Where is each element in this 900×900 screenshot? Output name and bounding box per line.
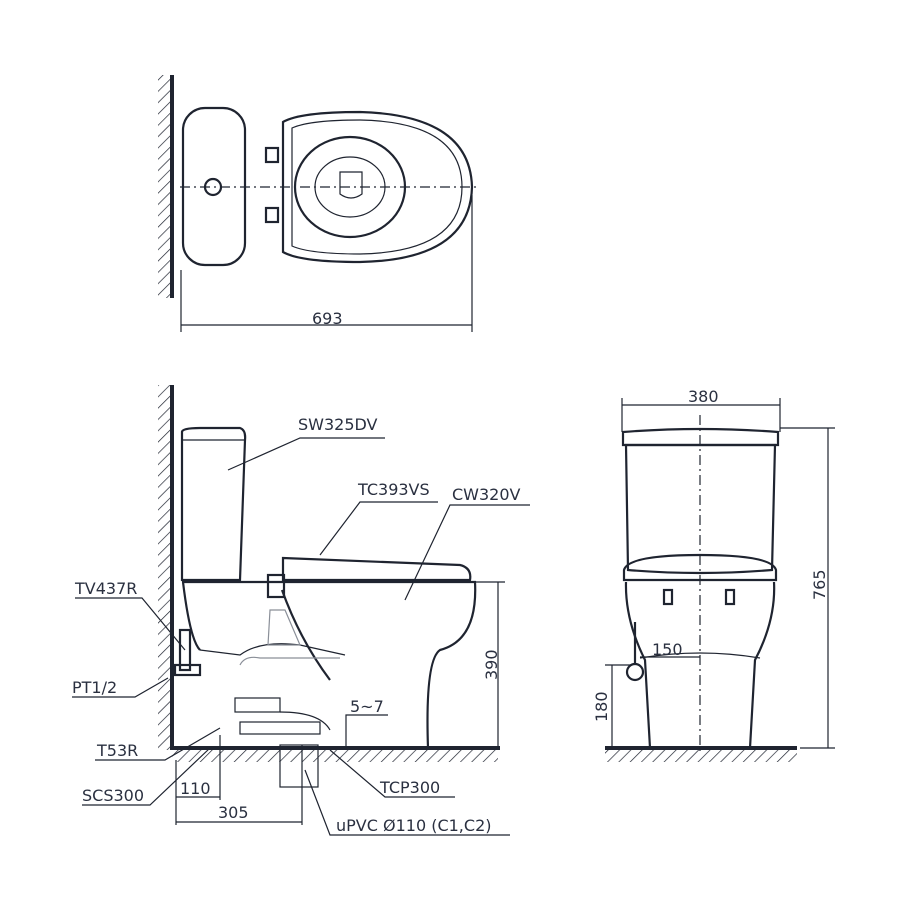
dim-390: 390: [482, 649, 501, 680]
tank-front: [624, 443, 777, 575]
seat-lid: [281, 556, 472, 582]
label-t53r: T53R: [96, 741, 138, 760]
tank-side: [180, 426, 247, 582]
front-view: 380 765 150 180: [592, 387, 835, 762]
bowl-side: [181, 580, 477, 749]
label-upvc: uPVC Ø110 (C1,C2): [336, 816, 491, 835]
label-cw320v: CW320V: [452, 485, 521, 504]
dim-gap: 5~7: [350, 697, 384, 716]
hinge-icon: [264, 206, 280, 224]
dim-150: 150: [652, 640, 683, 659]
drain-pipe: [279, 744, 319, 788]
hinge-icon: [264, 146, 280, 164]
dim-110: 110: [180, 779, 211, 798]
label-sw325dv: SW325DV: [298, 415, 378, 434]
wall-hatch: [158, 75, 170, 298]
label-tv437r: TV437R: [74, 579, 137, 598]
inlet-valve-icon: [625, 662, 645, 682]
valve-icon: [178, 628, 192, 672]
label-scs300: SCS300: [82, 786, 144, 805]
seat-front: [622, 553, 778, 582]
label-tc393vs: TC393VS: [357, 480, 430, 499]
label-tcp300: TCP300: [379, 778, 440, 797]
side-view: 390 5~7 110 305 SW325DV TC393VS CW320V T…: [72, 385, 530, 836]
top-view: 693: [158, 75, 480, 332]
bowl-outline: [281, 110, 474, 264]
label-pt12: PT1/2: [72, 678, 117, 697]
dim-180: 180: [592, 691, 611, 722]
dim-305: 305: [218, 803, 249, 822]
dim-380: 380: [688, 387, 719, 406]
dim-765: 765: [810, 569, 829, 600]
dim-693: 693: [312, 309, 343, 328]
pedestal-front: [624, 581, 776, 749]
tank-lid-front: [621, 427, 780, 447]
